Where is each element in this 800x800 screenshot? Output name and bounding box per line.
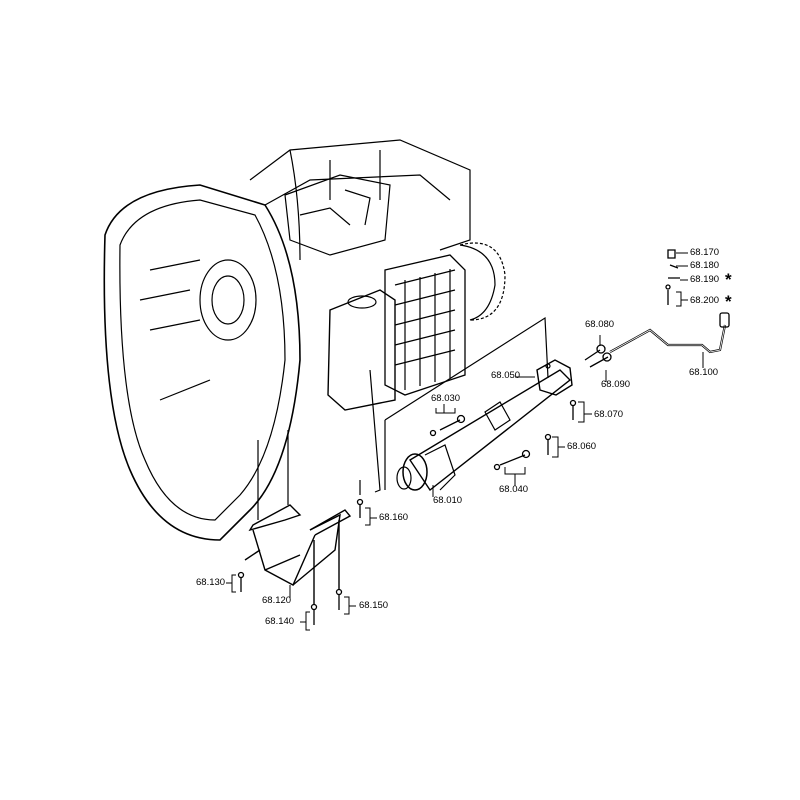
part-label-68-150[interactable]: 68.150 — [359, 600, 389, 611]
assembly-lines — [257, 369, 381, 520]
bolts — [237, 249, 680, 625]
part-label-68-040[interactable]: 68.040 — [499, 484, 529, 495]
part-label-68-160[interactable]: 68.160 — [379, 512, 409, 523]
part-label-68-170[interactable]: 68.170 — [690, 247, 720, 258]
part-label-68-100[interactable]: 68.100 — [689, 367, 719, 378]
part-label-68-120[interactable]: 68.120 — [262, 595, 292, 606]
part-label-68-190[interactable]: 68.190 — [690, 274, 720, 285]
part-label-68-080[interactable]: 68.080 — [585, 319, 615, 330]
asterisk-marker: * — [725, 292, 732, 311]
part-label-68-130[interactable]: 68.130 — [196, 577, 226, 588]
assembly-lines — [384, 316, 549, 490]
clutch-actuator — [396, 359, 573, 492]
part-label-68-200[interactable]: 68.200 — [690, 295, 720, 306]
part-label-68-010[interactable]: 68.010 — [433, 495, 463, 506]
part-label-68-140[interactable]: 68.140 — [265, 616, 295, 627]
label-leaders — [226, 252, 704, 631]
transmission-housing — [103, 139, 506, 541]
part-label-68-030[interactable]: 68.030 — [431, 393, 461, 404]
part-label-68-070[interactable]: 68.070 — [594, 409, 624, 420]
part-label-68-090[interactable]: 68.090 — [601, 379, 631, 390]
part-label-68-180[interactable]: 68.180 — [690, 260, 720, 271]
asterisk-marker: * — [725, 270, 732, 289]
guard-plate — [244, 504, 352, 605]
part-label-68-050[interactable]: 68.050 — [491, 370, 521, 381]
hydraulic-pipe — [609, 324, 727, 354]
part-label-68-060[interactable]: 68.060 — [567, 441, 597, 452]
